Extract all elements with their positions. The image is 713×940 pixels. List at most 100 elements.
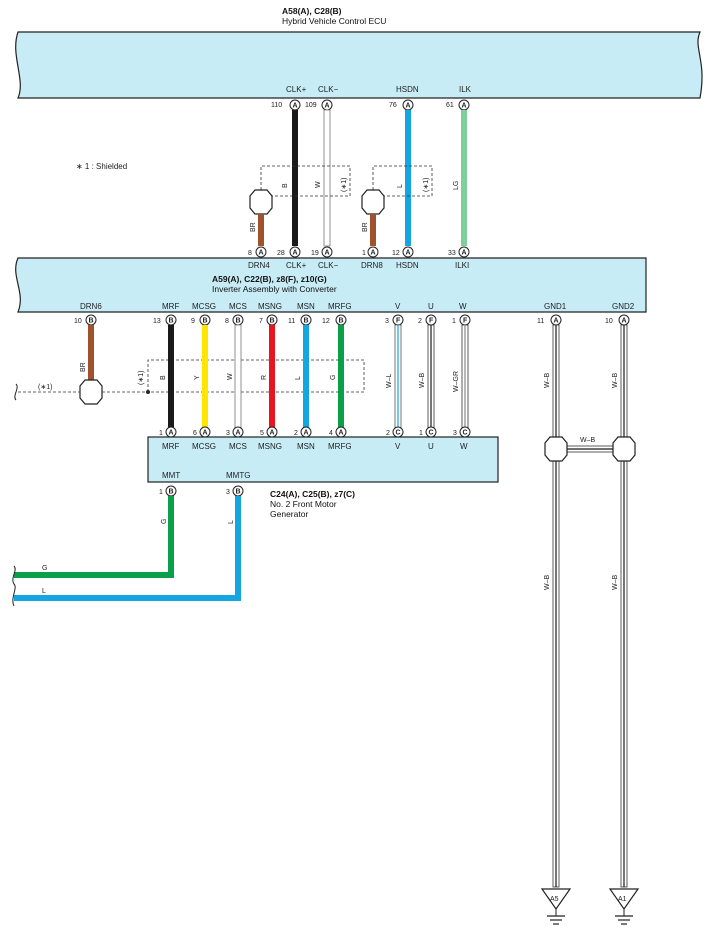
wire-color-label: W–B [612,373,619,389]
pin-name: CLK− [318,85,339,94]
pin-name: U [428,302,434,311]
pin-number: 109 [305,102,317,109]
pin-connector: B [236,318,241,325]
pin-connector: B [236,489,241,496]
shield-hsdn: (∗1) BR [361,165,433,246]
wire-color-label: W–L [386,374,393,389]
pin-number: 19 [311,250,319,257]
generator-connector-code: C24(A), C25(B), z7(C) [270,489,355,499]
pin-number: 5 [260,430,264,437]
wire-color-label: W–GR [453,371,460,392]
pin-connector: A [406,250,411,257]
pin-name: MRFG [328,442,352,451]
pin-connector: B [169,489,174,496]
pin-connector: A [339,430,344,437]
pin-name: DRN6 [80,302,102,311]
wire-color-label: W–B [580,437,596,444]
pin-connector: B [169,318,174,325]
pin-number: 8 [248,250,252,257]
pin-connector: A [293,103,298,110]
pin-number: 13 [153,318,161,325]
pin-name: MCS [229,302,247,311]
wire-color-label: G [42,565,47,572]
pin-number: 4 [329,430,333,437]
wire-color-label: L [397,184,404,188]
pin-connector: B [270,318,275,325]
front-motor-generator: C24(A), C25(B), z7(C) No. 2 Front Motor … [147,436,499,519]
pin-name: CLK+ [286,261,307,270]
pin-number: 1 [159,430,163,437]
ecu-name: Hybrid Vehicle Control ECU [282,16,386,26]
pin-number: 1 [419,430,423,437]
pin-number: 1 [159,489,163,496]
hybrid-vehicle-control-ecu: A58(A), C28(B) Hybrid Vehicle Control EC… [15,6,703,99]
pin-name: CLK+ [286,85,307,94]
pin-number: 10 [605,318,613,325]
shield-tag: (∗1) [138,371,145,385]
pin-number: 2 [418,318,422,325]
pin-connector: F [429,318,434,325]
pin-name: MMTG [226,471,250,480]
pin-name: CLK− [318,261,339,270]
pin-name: MRF [162,302,179,311]
pin-connector: A [371,250,376,257]
pin-name: U [428,442,434,451]
pin-name: DRN4 [248,261,270,270]
pin-number: 6 [193,430,197,437]
shielded-note: ∗ 1 : Shielded [76,162,127,171]
wire-color-label: LG [453,181,460,190]
wire-color-label: BR [362,222,369,232]
pin-name: V [395,442,401,451]
pin-name: MRFG [328,302,352,311]
pin-name: MCS [229,442,247,451]
pin-connector: A [325,103,330,110]
ground-point-a1: A1 [608,888,640,925]
pin-number: 12 [322,318,330,325]
pin-name: HSDN [396,261,419,270]
shield-tag: (∗1) [423,178,430,192]
pin-connector: F [396,318,401,325]
inverter-name: Inverter Assembly with Converter [212,284,337,294]
ground-label: A5 [550,896,559,903]
pin-name: GND2 [612,302,635,311]
inverter-connector-code: A59(A), C22(B), z8(F), z10(G) [212,274,327,284]
pin-connector: A [169,430,174,437]
pin-name: GND1 [544,302,567,311]
wire-color-label: G [161,519,168,524]
shield-clk: (∗1) BR [249,165,351,246]
pin-number: 10 [74,318,82,325]
pin-number: 28 [277,250,285,257]
wire-color-label: W–B [612,575,619,591]
wire-color-label: L [228,520,235,524]
wire-color-label: G [330,375,337,380]
ecu-wires: B W L LG [282,109,467,247]
pin-connector: A [554,318,559,325]
ecu-pins: CLK+ 110 A CLK− 109 A HSDN 76 A ILK 61 A [271,85,472,111]
pin-connector: A [622,318,627,325]
pin-number: 76 [389,102,397,109]
pin-name: MCSG [192,302,216,311]
generator-top-pins: A 1 MRF A 6 MCSG A 3 MCS A 5 MSNG A 2 MS… [159,426,471,451]
pin-name: DRN8 [361,261,383,270]
ground-point-a5: A5 [540,888,572,925]
pin-number: 9 [191,318,195,325]
wire-color-label: Y [194,375,201,380]
inverter-top-pins: A 8 DRN4 A 28 CLK+ A 19 CLK− A 1 DRN8 A … [248,246,470,270]
wire-color-label: BR [80,362,87,372]
wire-color-label: W [315,181,322,188]
pin-connector: A [293,250,298,257]
pin-number: 11 [288,318,295,325]
pin-connector: C [396,430,401,437]
ground-wires: W–B W–B W–B W–B W–B [544,324,636,888]
pin-number: 3 [453,430,457,437]
pin-connector: F [463,318,468,325]
pin-connector: B [304,318,309,325]
pin-name: MSNG [258,302,282,311]
wire-color-label: W–B [544,575,551,591]
pin-connector: A [406,103,411,110]
pin-name: V [395,302,401,311]
generator-signal-wires: B Y W R L G W–L W–B W–GR [160,324,469,430]
wire-color-label: W–B [419,373,426,389]
pin-connector: B [203,318,208,325]
wire-color-label: L [295,376,302,380]
